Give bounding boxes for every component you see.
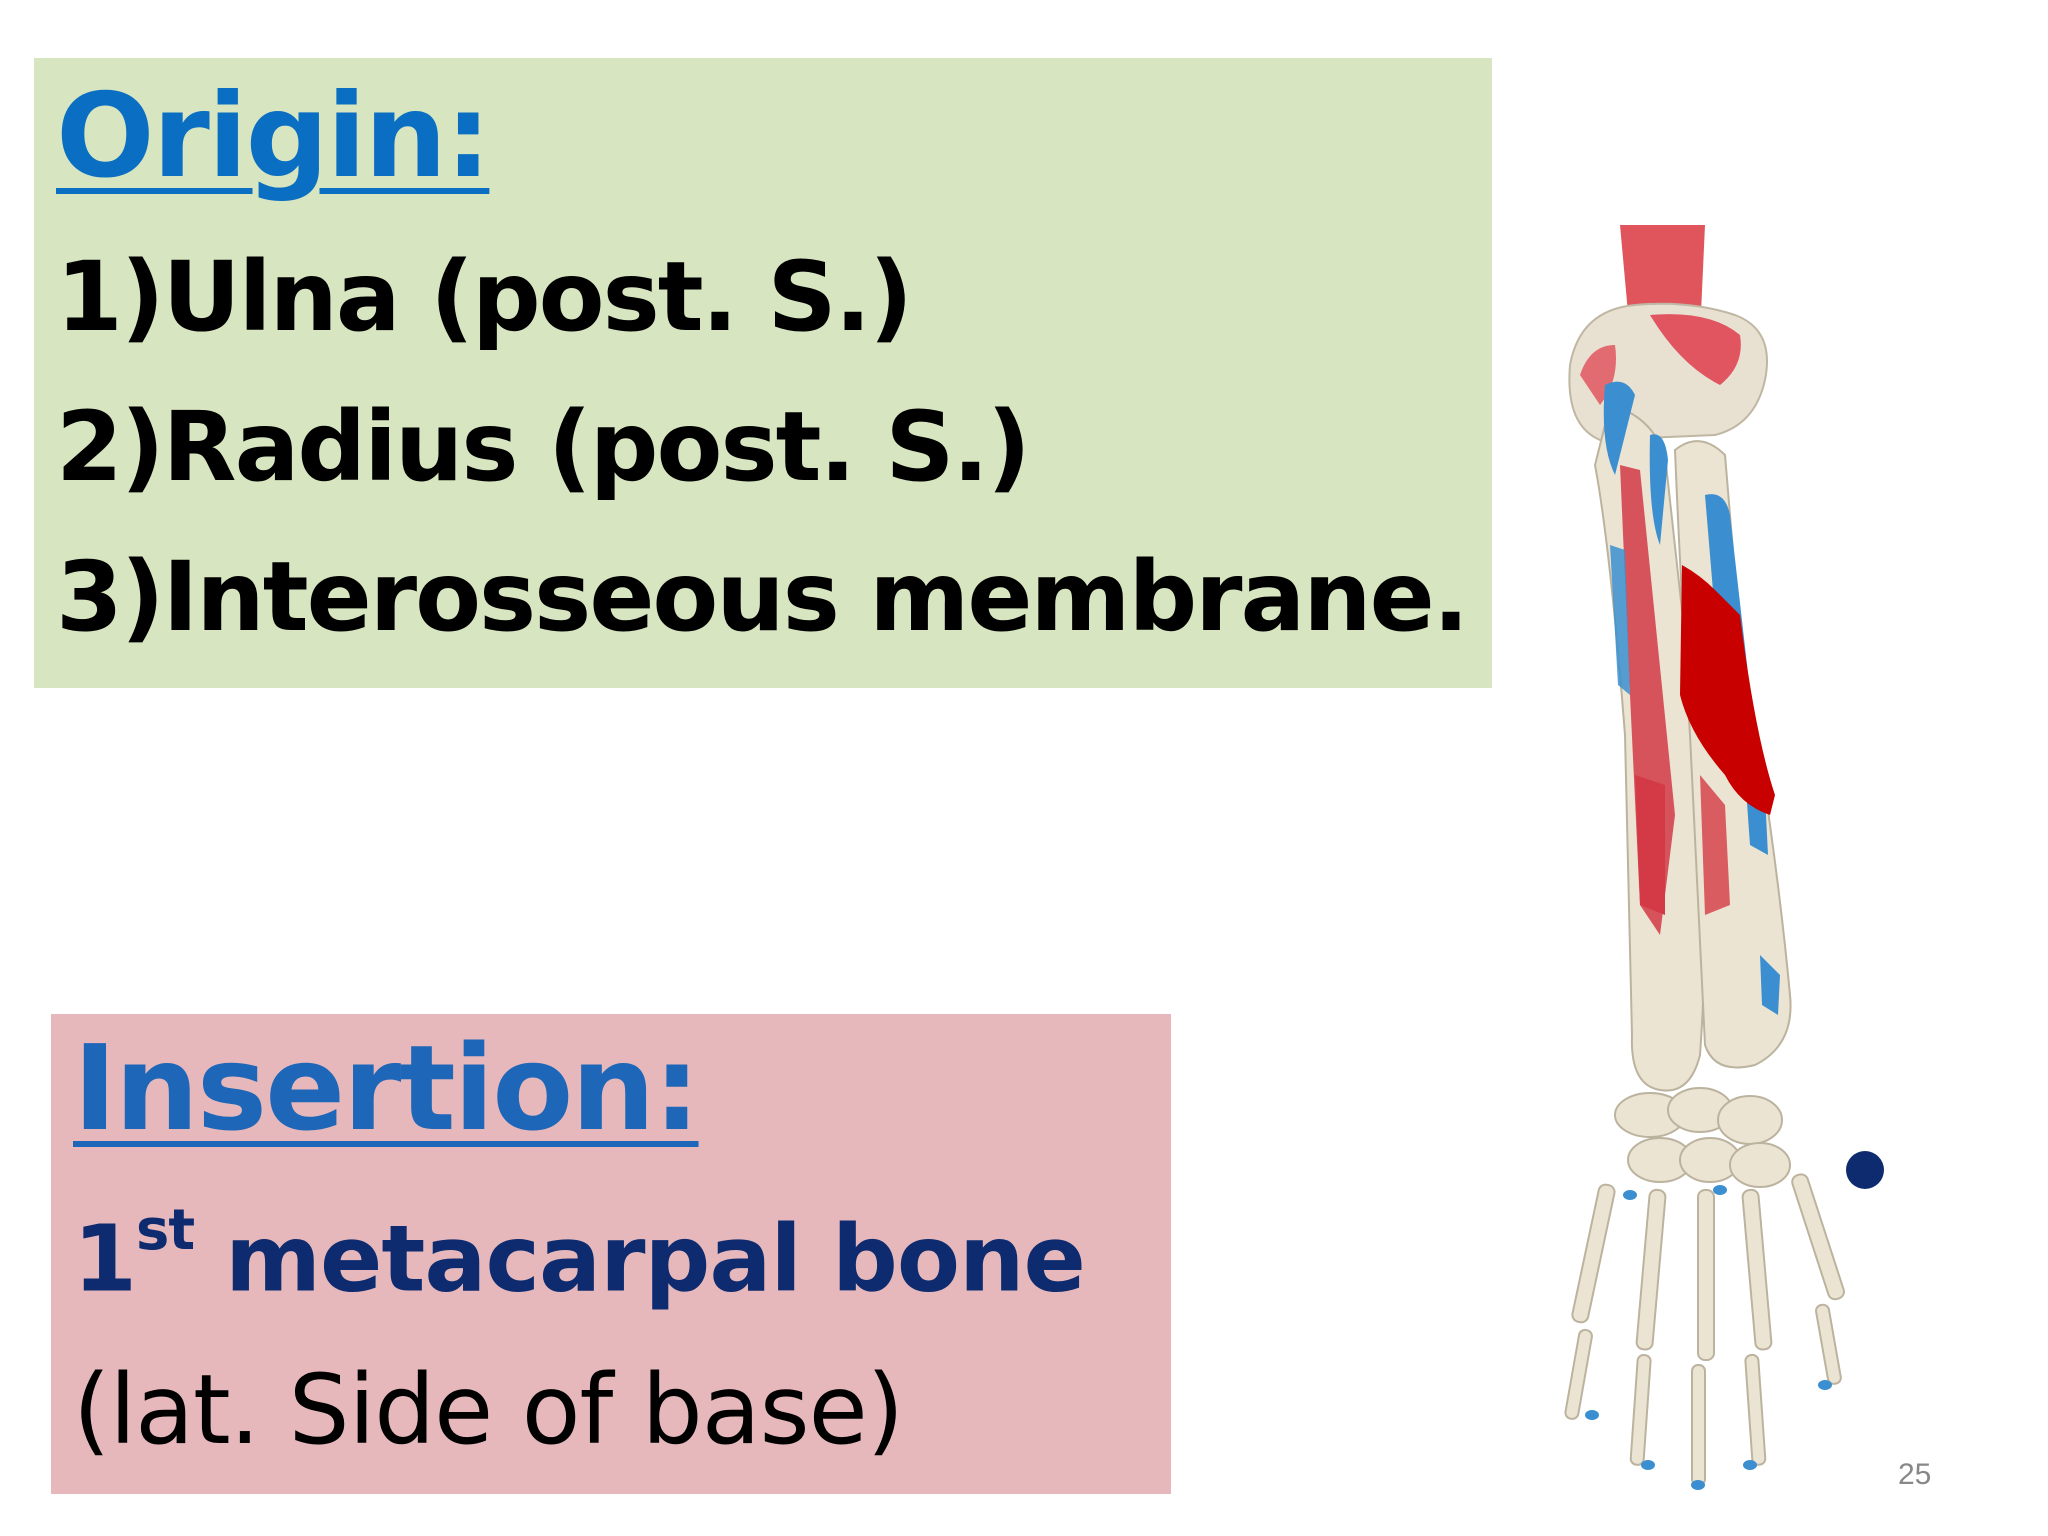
origin-item-ulna: 1)Ulna (post. S.) <box>56 240 913 353</box>
insertion-ordinal: 1 <box>73 1205 137 1313</box>
insertion-marker <box>1846 1151 1884 1189</box>
insertion-bone-name: metacarpal bone <box>194 1205 1086 1313</box>
insertion-box: Insertion: 1st metacarpal bone (lat. Sid… <box>51 1014 1171 1494</box>
carpal-bones <box>1614 1087 1791 1188</box>
origin-area-highlight <box>1680 565 1775 815</box>
insertion-line-side: (lat. Side of base) <box>73 1353 904 1466</box>
slide-number: 25 <box>1898 1458 1932 1491</box>
insertion-line-bone: 1st metacarpal bone <box>73 1166 1171 1335</box>
origin-item-membrane: 3)Interosseous membrane. <box>56 540 1469 653</box>
origin-item-radius: 2)Radius (post. S.) <box>56 390 1031 503</box>
forearm-illustration <box>1564 225 1884 1490</box>
insertion-heading: Insertion: <box>73 1019 701 1157</box>
insertion-ordinal-suffix: st <box>136 1198 195 1264</box>
origin-box: Origin: 1)Ulna (post. S.) 2)Radius (post… <box>34 58 1492 688</box>
hand-bones <box>1564 1173 1845 1486</box>
origin-heading: Origin: <box>56 69 491 204</box>
